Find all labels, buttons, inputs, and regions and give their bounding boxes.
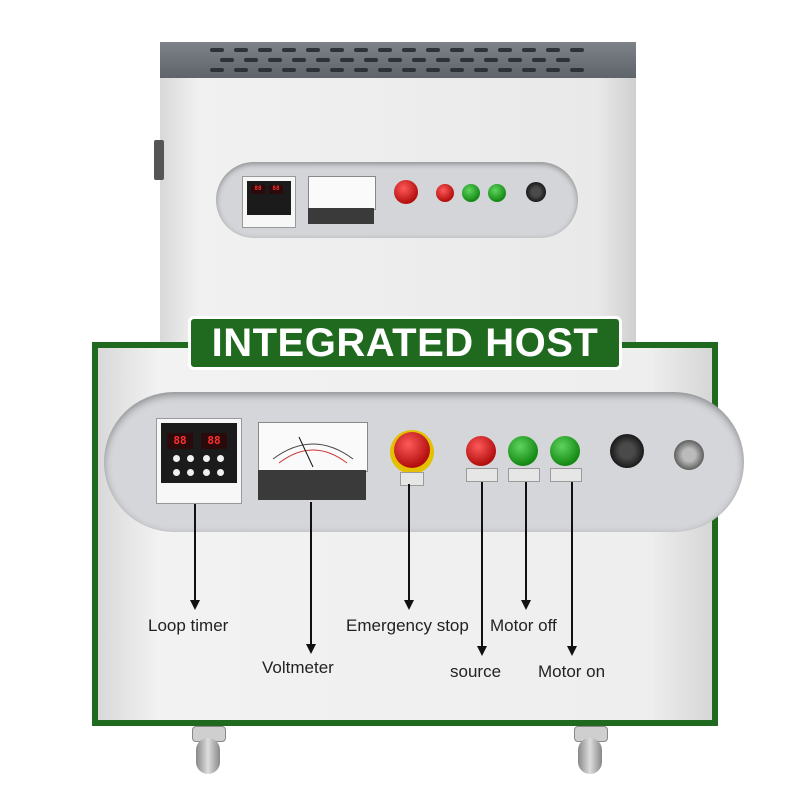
caster-left-wheel-icon bbox=[196, 738, 220, 774]
loop-timer-arrow bbox=[194, 504, 196, 604]
small-black-knob-icon bbox=[526, 182, 546, 202]
label-loop-timer: Loop timer bbox=[148, 616, 229, 635]
small-voltmeter bbox=[308, 176, 376, 210]
motor-on-arrow bbox=[571, 482, 573, 650]
voltmeter-arrow bbox=[310, 502, 312, 648]
label-voltmeter: Voltmeter bbox=[262, 658, 334, 677]
zoomed-control-panel: 88 88 bbox=[104, 392, 744, 532]
voltmeter-scale-icon bbox=[272, 436, 354, 468]
small-loop-timer: 88 88 bbox=[242, 176, 296, 228]
small-emergency-stop-icon bbox=[394, 180, 418, 204]
loop-timer-device: 88 88 bbox=[156, 418, 242, 504]
emergency-stop-arrow bbox=[408, 484, 410, 604]
label-source: source bbox=[450, 662, 502, 681]
key-switch-icon bbox=[674, 440, 704, 470]
cabinet-vent-top bbox=[160, 42, 636, 78]
side-handle bbox=[154, 140, 164, 180]
voltmeter-device bbox=[258, 422, 368, 472]
small-motor-off-button-icon bbox=[462, 184, 480, 202]
page-title: INTEGRATED HOST bbox=[188, 316, 622, 370]
motor-off-arrow bbox=[525, 482, 527, 604]
motor-off-button-icon bbox=[508, 436, 538, 466]
source-button-icon bbox=[466, 436, 496, 466]
label-emergency-stop: Emergency stop bbox=[346, 616, 469, 635]
label-motor-off: Motor off bbox=[490, 616, 557, 635]
source-arrow bbox=[481, 482, 483, 650]
emergency-stop-icon bbox=[394, 432, 430, 468]
cabinet-control-panel: 88 88 bbox=[216, 162, 578, 238]
small-source-button-icon bbox=[436, 184, 454, 202]
caster-right-wheel-icon bbox=[578, 738, 602, 774]
label-motor-on: Motor on bbox=[538, 662, 606, 681]
motor-on-button-icon bbox=[550, 436, 580, 466]
small-motor-on-button-icon bbox=[488, 184, 506, 202]
black-knob-icon bbox=[610, 434, 644, 468]
